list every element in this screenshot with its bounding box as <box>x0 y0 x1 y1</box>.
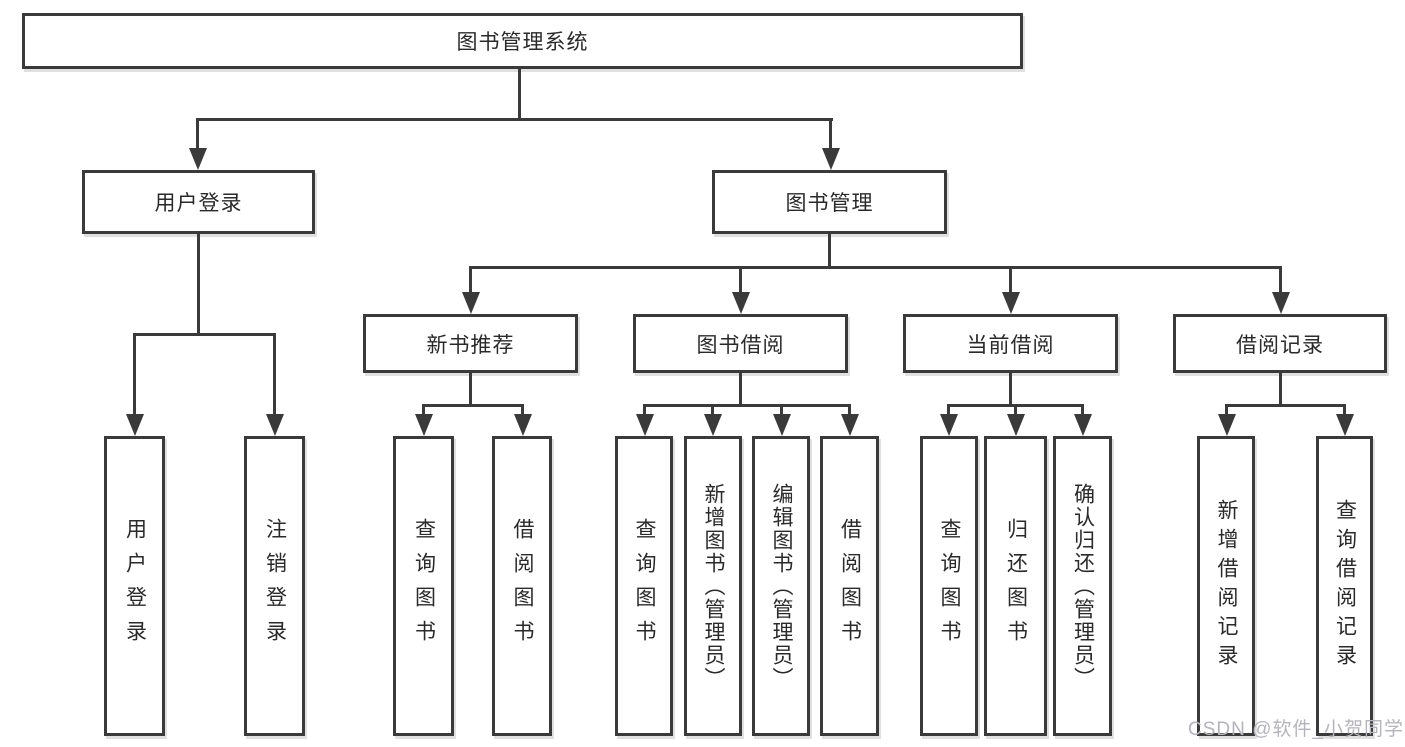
leaf-records-query: 查询借阅记录 <box>1316 436 1373 736</box>
arrow-down-icon <box>189 148 207 170</box>
node-user-login: 用户登录 <box>82 170 315 234</box>
connector-line <box>1009 268 1012 294</box>
connector-line <box>739 268 742 294</box>
arrow-down-icon <box>1007 414 1025 436</box>
connector-line <box>1279 268 1282 294</box>
connector-line <box>1279 373 1282 406</box>
arrow-down-icon <box>1218 414 1236 436</box>
connector-line <box>643 406 646 416</box>
connector-line <box>196 118 833 121</box>
leaf-borrow-add-admin: 新增图书（管理员） <box>684 436 742 736</box>
leaf-borrow-query: 查询图书 <box>615 436 673 736</box>
connector-line <box>711 406 714 416</box>
arrow-down-icon <box>266 414 284 436</box>
node-root: 图书管理系统 <box>22 13 1023 69</box>
leaf-logout: 注销登录 <box>244 436 305 736</box>
node-book-borrow: 图书借阅 <box>633 314 848 373</box>
arrow-down-icon <box>841 414 859 436</box>
node-borrow-records: 借阅记录 <box>1173 314 1387 373</box>
connector-line <box>829 120 832 150</box>
connector-line <box>422 406 425 416</box>
arrow-down-icon <box>822 148 840 170</box>
arrow-down-icon <box>773 414 791 436</box>
arrow-down-icon <box>732 292 750 314</box>
node-current-borrow: 当前借阅 <box>903 314 1118 373</box>
arrow-down-icon <box>1336 414 1354 436</box>
connector-line <box>469 268 472 294</box>
arrow-down-icon <box>514 414 532 436</box>
connector-line <box>133 335 136 414</box>
connector-line <box>1014 406 1017 416</box>
leaf-current-return: 归还图书 <box>984 436 1047 736</box>
connector-line <box>848 406 851 416</box>
leaf-records-add: 新增借阅记录 <box>1197 436 1255 736</box>
leaf-current-confirm-admin: 确认归还（管理员） <box>1053 436 1112 736</box>
connector-line <box>643 404 851 407</box>
connector-line <box>518 67 521 120</box>
arrow-down-icon <box>1272 292 1290 314</box>
connector-line <box>196 120 199 150</box>
leaf-current-query: 查询图书 <box>920 436 978 736</box>
connector-line <box>469 266 1282 269</box>
node-book-mgmt: 图书管理 <box>712 170 947 234</box>
connector-line <box>828 234 831 269</box>
arrow-down-icon <box>415 414 433 436</box>
connector-line <box>133 333 276 336</box>
arrow-down-icon <box>940 414 958 436</box>
arrow-down-icon <box>704 414 722 436</box>
connector-line <box>521 406 524 416</box>
watermark: CSDN @软件_小贺同学 <box>1188 719 1404 740</box>
connector-line <box>1225 404 1346 407</box>
connector-line <box>947 406 950 416</box>
connector-line <box>197 234 200 336</box>
leaf-newbook-query: 查询图书 <box>393 436 454 736</box>
leaf-borrow-borrow: 借阅图书 <box>820 436 879 736</box>
arrow-down-icon <box>1002 292 1020 314</box>
connector-line <box>1343 406 1346 416</box>
arrow-down-icon <box>1074 414 1092 436</box>
connector-line <box>422 404 524 407</box>
connector-line <box>780 406 783 416</box>
leaf-borrow-edit-admin: 编辑图书（管理员） <box>752 436 810 736</box>
arrow-down-icon <box>636 414 654 436</box>
connector-line <box>1225 406 1228 416</box>
leaf-newbook-borrow: 借阅图书 <box>492 436 552 736</box>
connector-line <box>469 373 472 406</box>
leaf-user-login: 用户登录 <box>104 436 165 736</box>
arrow-down-icon <box>462 292 480 314</box>
connector-line <box>273 335 276 414</box>
node-new-book: 新书推荐 <box>363 314 578 373</box>
connector-line <box>1081 406 1084 416</box>
connector-line <box>1009 373 1012 406</box>
connector-line <box>947 404 1084 407</box>
connector-line <box>739 373 742 406</box>
arrow-down-icon <box>126 414 144 436</box>
